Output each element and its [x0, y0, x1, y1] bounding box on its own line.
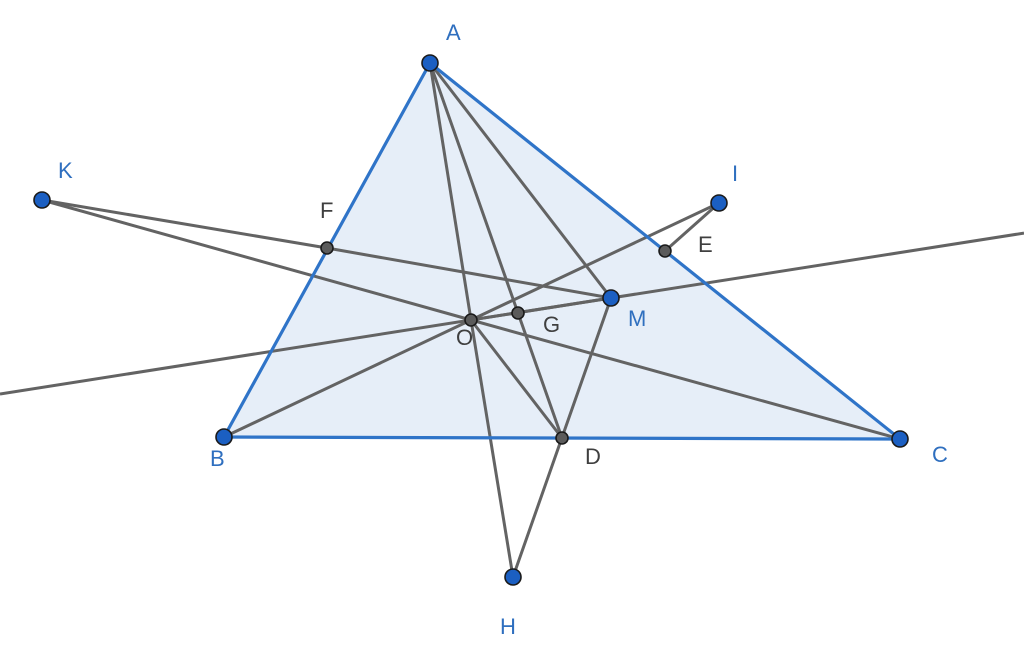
- segment-kf: [40, 198, 329, 250]
- label-k: K: [58, 158, 73, 183]
- point-b[interactable]: [215, 428, 233, 446]
- label-h: H: [500, 614, 516, 639]
- segment-oh: [469, 318, 515, 579]
- label-a: A: [446, 20, 461, 45]
- point-e[interactable]: [658, 244, 672, 258]
- triangle-fill-layer: [224, 63, 900, 439]
- point-f[interactable]: [320, 241, 334, 255]
- label-b: B: [210, 446, 225, 471]
- point-c[interactable]: [891, 430, 909, 448]
- label-i: I: [732, 161, 738, 186]
- segment-ko: [40, 198, 473, 322]
- label-f: F: [320, 198, 333, 223]
- label-g: G: [543, 312, 560, 337]
- point-m[interactable]: [602, 289, 620, 307]
- segment-ob: [222, 318, 473, 439]
- segment-ao: [428, 61, 473, 322]
- label-m: M: [628, 306, 646, 331]
- label-e: E: [698, 232, 713, 257]
- segment-oi: [469, 201, 721, 322]
- label-d: D: [585, 444, 601, 469]
- segment-ad: [428, 61, 564, 440]
- point-d[interactable]: [555, 431, 569, 445]
- point-a[interactable]: [421, 54, 439, 72]
- triangle-abc-fill: [224, 63, 900, 439]
- points-layer: [33, 54, 909, 586]
- segment-fm: [325, 246, 613, 300]
- point-i[interactable]: [710, 194, 728, 212]
- segment-am: [428, 61, 613, 300]
- segment-oc: [469, 318, 902, 441]
- point-o[interactable]: [464, 313, 478, 327]
- point-g[interactable]: [511, 306, 525, 320]
- label-o: O: [456, 325, 473, 350]
- segment-od: [469, 318, 564, 440]
- point-k[interactable]: [33, 191, 51, 209]
- labels-layer: A B C D E F G H I K M O: [58, 20, 948, 639]
- segment-ie: [663, 201, 721, 253]
- point-h[interactable]: [504, 568, 522, 586]
- label-c: C: [932, 442, 948, 467]
